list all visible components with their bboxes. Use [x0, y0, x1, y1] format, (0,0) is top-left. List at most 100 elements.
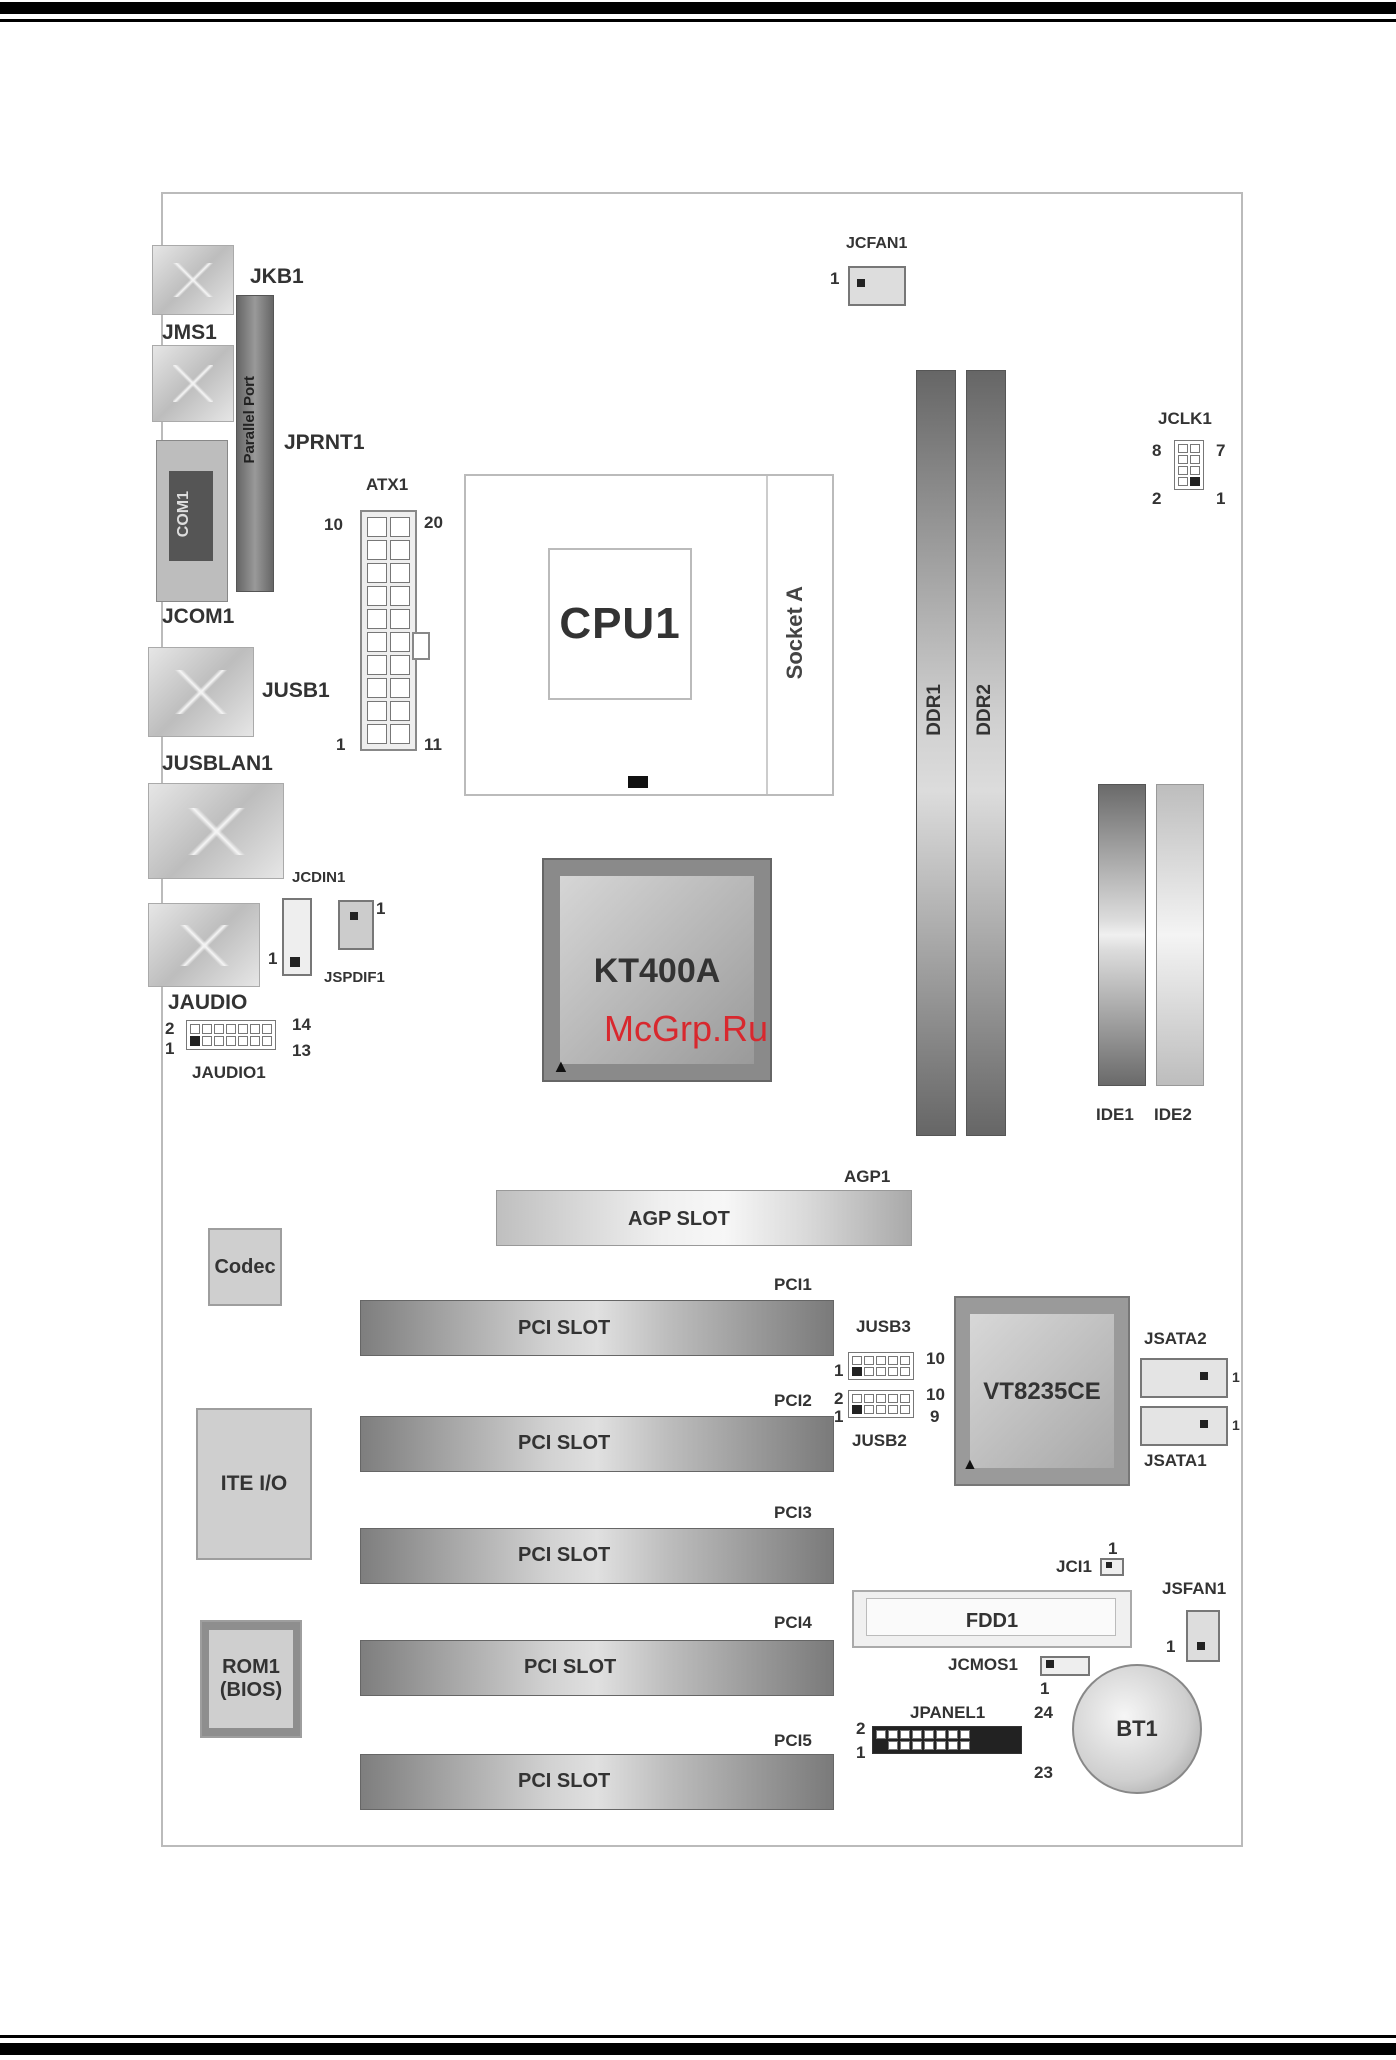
jaudio1-pin14: 14 [292, 1015, 311, 1034]
atx1-connector[interactable] [360, 510, 417, 751]
cpu-die: CPU1 [548, 548, 692, 700]
label-bt1: BT1 [1116, 1716, 1158, 1741]
jusb3-header[interactable] [848, 1352, 914, 1380]
parallel-port-label: Parallel Port [241, 376, 258, 464]
label-jaudio1: JAUDIO1 [192, 1063, 266, 1082]
socket-lever [766, 476, 768, 794]
bios-rom-chip: ROM1 (BIOS) [200, 1620, 302, 1738]
jusb2-pin10: 10 [926, 1385, 945, 1404]
ide2-connector [1156, 784, 1204, 1086]
jusb3-pin1: 1 [834, 1361, 844, 1380]
label-ddr2: DDR2 [974, 684, 995, 736]
ide1-connector [1098, 784, 1146, 1086]
ddr1-slot [916, 370, 956, 1136]
label-ide1: IDE1 [1096, 1105, 1134, 1124]
jcfan1-pin-number: 1 [830, 269, 840, 288]
label-pci5: PCI5 [774, 1731, 812, 1750]
pci-slot-1[interactable] [360, 1300, 834, 1356]
label-jaudio: JAUDIO [168, 991, 248, 1014]
com1-label: COM1 [175, 491, 192, 538]
jaudio1-pin13: 13 [292, 1041, 311, 1060]
pci-slot-4[interactable] [360, 1640, 834, 1696]
top-rule-thin [0, 19, 1396, 22]
fdd1-connector: FDD1 [852, 1590, 1132, 1648]
label-jprnt1: JPRNT1 [284, 431, 365, 454]
top-rule-thick [0, 2, 1396, 14]
pci-slot-5[interactable] [360, 1754, 834, 1810]
label-fdd1: FDD1 [965, 1610, 1019, 1632]
cpu-socket: CPU1 Socket A [464, 474, 834, 796]
label-jkb1: JKB1 [250, 265, 304, 288]
jsata1-connector[interactable] [1140, 1406, 1228, 1446]
codec-label: Codec [214, 1255, 276, 1278]
pci-slot-3[interactable] [360, 1528, 834, 1584]
cpu-label: CPU1 [559, 599, 681, 648]
label-pci4: PCI4 [774, 1613, 812, 1632]
jpanel1-pin1: 1 [856, 1743, 866, 1762]
atx1-latch [412, 632, 430, 660]
pci-slot-2[interactable] [360, 1416, 834, 1472]
jaudio1-header[interactable] [186, 1020, 276, 1050]
jaudio1-pin1: 1 [165, 1039, 175, 1058]
label-jcmos1: JCMOS1 [948, 1655, 1018, 1674]
bottom-rule-thin [0, 2035, 1396, 2038]
jsata1-pin-number: 1 [1232, 1417, 1240, 1433]
atx1-pin10: 10 [324, 515, 343, 534]
southbridge-chip: VT8235CE ▲ [954, 1296, 1130, 1486]
atx1-pin20: 20 [424, 513, 443, 532]
jpanel1-header[interactable] [872, 1726, 1022, 1754]
jsata2-connector[interactable] [1140, 1358, 1228, 1398]
jspdif1-pin1 [350, 912, 358, 920]
pci-slot-1-label: PCI SLOT [518, 1317, 611, 1339]
parallel-port: Parallel Port [236, 295, 274, 592]
agp-slot[interactable] [496, 1190, 912, 1246]
audio-jack-port [148, 903, 260, 987]
jsfan1-header[interactable] [1186, 1610, 1220, 1662]
jcmos1-pin-number: 1 [1040, 1679, 1050, 1698]
northbridge-pin1-mark: ▲ [552, 1056, 570, 1076]
ddr2-slot [966, 370, 1006, 1136]
jci1-header[interactable] [1100, 1558, 1124, 1576]
jci1-pin1 [1106, 1562, 1112, 1568]
jspdif1-pin-number: 1 [376, 899, 386, 918]
label-jusb3: JUSB3 [856, 1317, 911, 1336]
northbridge-chip: KT400A ▲ [542, 858, 772, 1082]
ite-io-chip: ITE I/O [196, 1408, 312, 1560]
jcdin1-pin-number: 1 [268, 949, 278, 968]
label-agp1: AGP1 [844, 1167, 891, 1186]
jsata2-pin1 [1200, 1372, 1208, 1380]
label-jcdin1: JCDIN1 [292, 869, 346, 886]
pci-slot-3-label: PCI SLOT [518, 1544, 611, 1566]
jsata1-pin1 [1200, 1420, 1208, 1428]
jclk1-pin8: 8 [1152, 441, 1162, 460]
usb-lan-port [148, 783, 284, 879]
usb-port-jusb1 [148, 647, 254, 737]
jsfan1-pin1 [1197, 1642, 1205, 1650]
label-pci1: PCI1 [774, 1275, 812, 1294]
codec-chip: Codec [208, 1228, 282, 1306]
jci1-pin-number: 1 [1108, 1539, 1118, 1558]
label-jspdif1: JSPDIF1 [324, 969, 385, 986]
label-jsata2: JSATA2 [1144, 1329, 1207, 1348]
jsata2-pin-number: 1 [1232, 1369, 1240, 1385]
label-jci1: JCI1 [1056, 1557, 1092, 1576]
label-jusb2: JUSB2 [852, 1431, 907, 1450]
jusb2-pin1: 1 [834, 1407, 844, 1426]
label-jcom1: JCOM1 [162, 605, 235, 628]
atx1-pin1: 1 [336, 735, 346, 754]
jspdif1-header[interactable] [338, 900, 374, 950]
bios-rom-die: ROM1 (BIOS) [209, 1630, 293, 1728]
label-jusblan1: JUSBLAN1 [162, 752, 273, 775]
label-jclk1: JCLK1 [1158, 409, 1212, 428]
label-ide2: IDE2 [1154, 1105, 1192, 1124]
agp-slot-label: AGP SLOT [628, 1208, 730, 1230]
jpanel1-pin24: 24 [1034, 1703, 1053, 1722]
bios-label-rom1: ROM1 [222, 1656, 280, 1678]
jclk1-pin2: 2 [1152, 489, 1162, 508]
jclk1-pin7: 7 [1216, 441, 1226, 460]
jclk1-header[interactable] [1174, 440, 1204, 490]
fdd1-inner [866, 1598, 1116, 1636]
label-jsfan1: JSFAN1 [1162, 1579, 1227, 1598]
jusb2-header[interactable] [848, 1390, 914, 1418]
jaudio1-pin2: 2 [165, 1019, 175, 1038]
